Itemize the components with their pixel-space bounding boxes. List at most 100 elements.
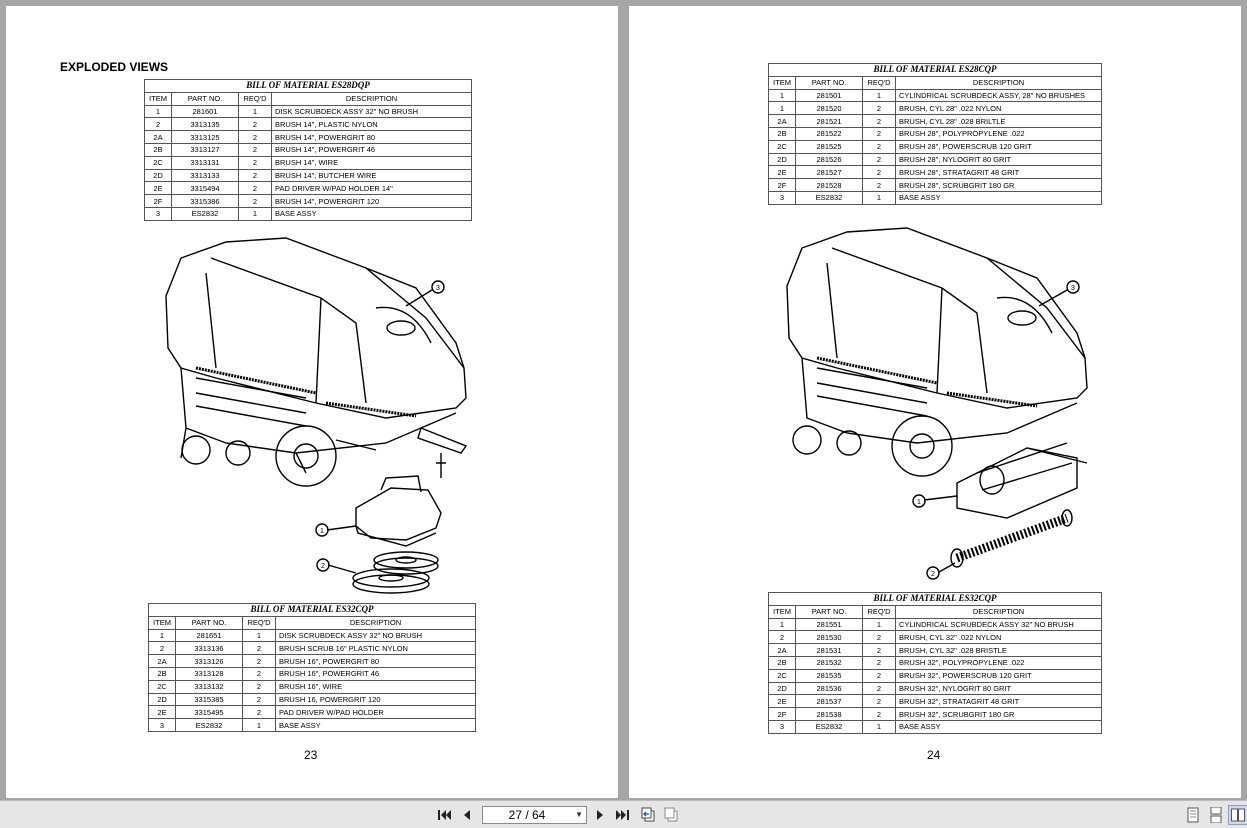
next-page-icon <box>597 810 603 820</box>
item-cell: 2B <box>144 142 172 157</box>
description-cell: BRUSH, CYL 28" .022 NYLON <box>895 101 1102 116</box>
page-selector[interactable]: 27 / 64 ▼ <box>482 806 587 824</box>
go-back-view-button[interactable] <box>638 805 658 825</box>
part-number-cell: 3313135 <box>171 117 239 132</box>
single-page-view-icon <box>1187 807 1199 823</box>
bom-column-header: PART NO. <box>795 75 863 90</box>
quantity-cell: 2 <box>242 679 276 694</box>
page-indicator: 27 / 64 <box>508 808 546 822</box>
part-number-cell: 281527 <box>795 165 863 180</box>
part-number-cell: 281538 <box>795 707 863 721</box>
item-cell: 1 <box>768 617 796 632</box>
description-cell: BRUSH 32", POWERSCRUB 120 GRIT <box>895 668 1102 683</box>
description-cell: BRUSH 16", POWERGRIT 80 <box>275 654 476 668</box>
first-page-icon <box>438 810 451 820</box>
previous-page-button[interactable] <box>457 805 477 825</box>
description-cell: BRUSH 16", POWERGRIT 46 <box>275 666 476 681</box>
next-page-button[interactable] <box>590 805 610 825</box>
description-cell: BRUSH 16, POWERGRIT 120 <box>275 692 476 707</box>
quantity-cell: 2 <box>862 655 896 670</box>
bom-column-header: REQ'D <box>238 91 272 106</box>
quantity-cell: 2 <box>862 694 896 709</box>
bom-title: BILL OF MATERIAL ES28DQP <box>144 79 472 93</box>
bom-title: BILL OF MATERIAL ES28CQP <box>768 63 1102 77</box>
quantity-cell: 2 <box>238 168 272 183</box>
description-cell: BRUSH 28", STRATAGRIT 48 GRIT <box>895 165 1102 180</box>
quantity-cell: 1 <box>238 206 272 221</box>
part-number-cell: 281520 <box>795 101 863 116</box>
quantity-cell: 2 <box>862 152 896 167</box>
item-cell: 2E <box>144 181 172 196</box>
bom-title: BILL OF MATERIAL ES32CQP <box>768 592 1102 606</box>
part-number-cell: 281651 <box>175 628 243 643</box>
part-number-cell: 281522 <box>795 126 863 141</box>
item-cell: 2C <box>148 679 176 694</box>
last-page-icon <box>616 810 629 820</box>
single-page-view-button[interactable] <box>1183 805 1203 825</box>
description-cell: BRUSH 14", POWERGRIT 80 <box>271 130 472 144</box>
part-number-cell: 3313132 <box>175 679 243 694</box>
bom-title-row: BILL OF MATERIAL ES32CQP <box>148 603 476 617</box>
description-cell: BRUSH 28", POLYPROPYLENE .022 <box>895 126 1102 141</box>
description-cell: BRUSH 28", POWERSCRUB 120 GRIT <box>895 139 1102 154</box>
item-cell: 2F <box>768 178 796 192</box>
part-number-cell: 281537 <box>795 694 863 709</box>
page-number: 23 <box>304 748 318 762</box>
previous-page-icon <box>464 810 470 820</box>
item-cell: 1 <box>148 628 176 643</box>
item-cell: 2D <box>768 152 796 167</box>
bom-column-header: PART NO. <box>175 615 243 630</box>
quantity-cell: 2 <box>238 142 272 157</box>
part-number-cell: 281536 <box>795 681 863 696</box>
description-cell: BRUSH SCRUB 16" PLASTIC NYLON <box>275 641 476 656</box>
description-cell: BRUSH 32", SCRUBGRIT 180 GR <box>895 707 1102 721</box>
item-cell: 2C <box>768 668 796 683</box>
go-forward-view-button[interactable] <box>661 805 681 825</box>
disk-scrubber-exploded-drawing: 3 1 2 <box>165 237 468 594</box>
item-cell: 2B <box>768 126 796 141</box>
go-back-view-icon <box>641 807 655 822</box>
continuous-view-button[interactable] <box>1206 805 1226 825</box>
quantity-cell: 1 <box>862 88 896 103</box>
item-cell: 3 <box>768 190 796 205</box>
bom-column-header: DESCRIPTION <box>895 75 1102 90</box>
last-page-button[interactable] <box>612 805 632 825</box>
item-cell: 2E <box>148 705 176 720</box>
quantity-cell: 1 <box>238 104 272 119</box>
quantity-cell: 2 <box>862 643 896 657</box>
description-cell: PAD DRIVER W/PAD HOLDER <box>275 705 476 720</box>
bom-column-header: REQ'D <box>862 75 896 90</box>
item-cell: 3 <box>144 206 172 221</box>
page-number: 24 <box>927 748 941 762</box>
part-number-cell: 281521 <box>795 114 863 128</box>
quantity-cell: 2 <box>862 630 896 645</box>
part-number-cell: 3313136 <box>175 641 243 656</box>
quantity-cell: 2 <box>242 654 276 668</box>
facing-pages-view-button[interactable] <box>1228 805 1247 825</box>
part-number-cell: 281530 <box>795 630 863 645</box>
quantity-cell: 1 <box>862 617 896 632</box>
part-number-cell: 3313133 <box>171 168 239 183</box>
item-cell: 2 <box>768 630 796 645</box>
part-number-cell: 281535 <box>795 668 863 683</box>
quantity-cell: 2 <box>862 114 896 128</box>
first-page-button[interactable] <box>435 805 455 825</box>
quantity-cell: 2 <box>238 194 272 208</box>
